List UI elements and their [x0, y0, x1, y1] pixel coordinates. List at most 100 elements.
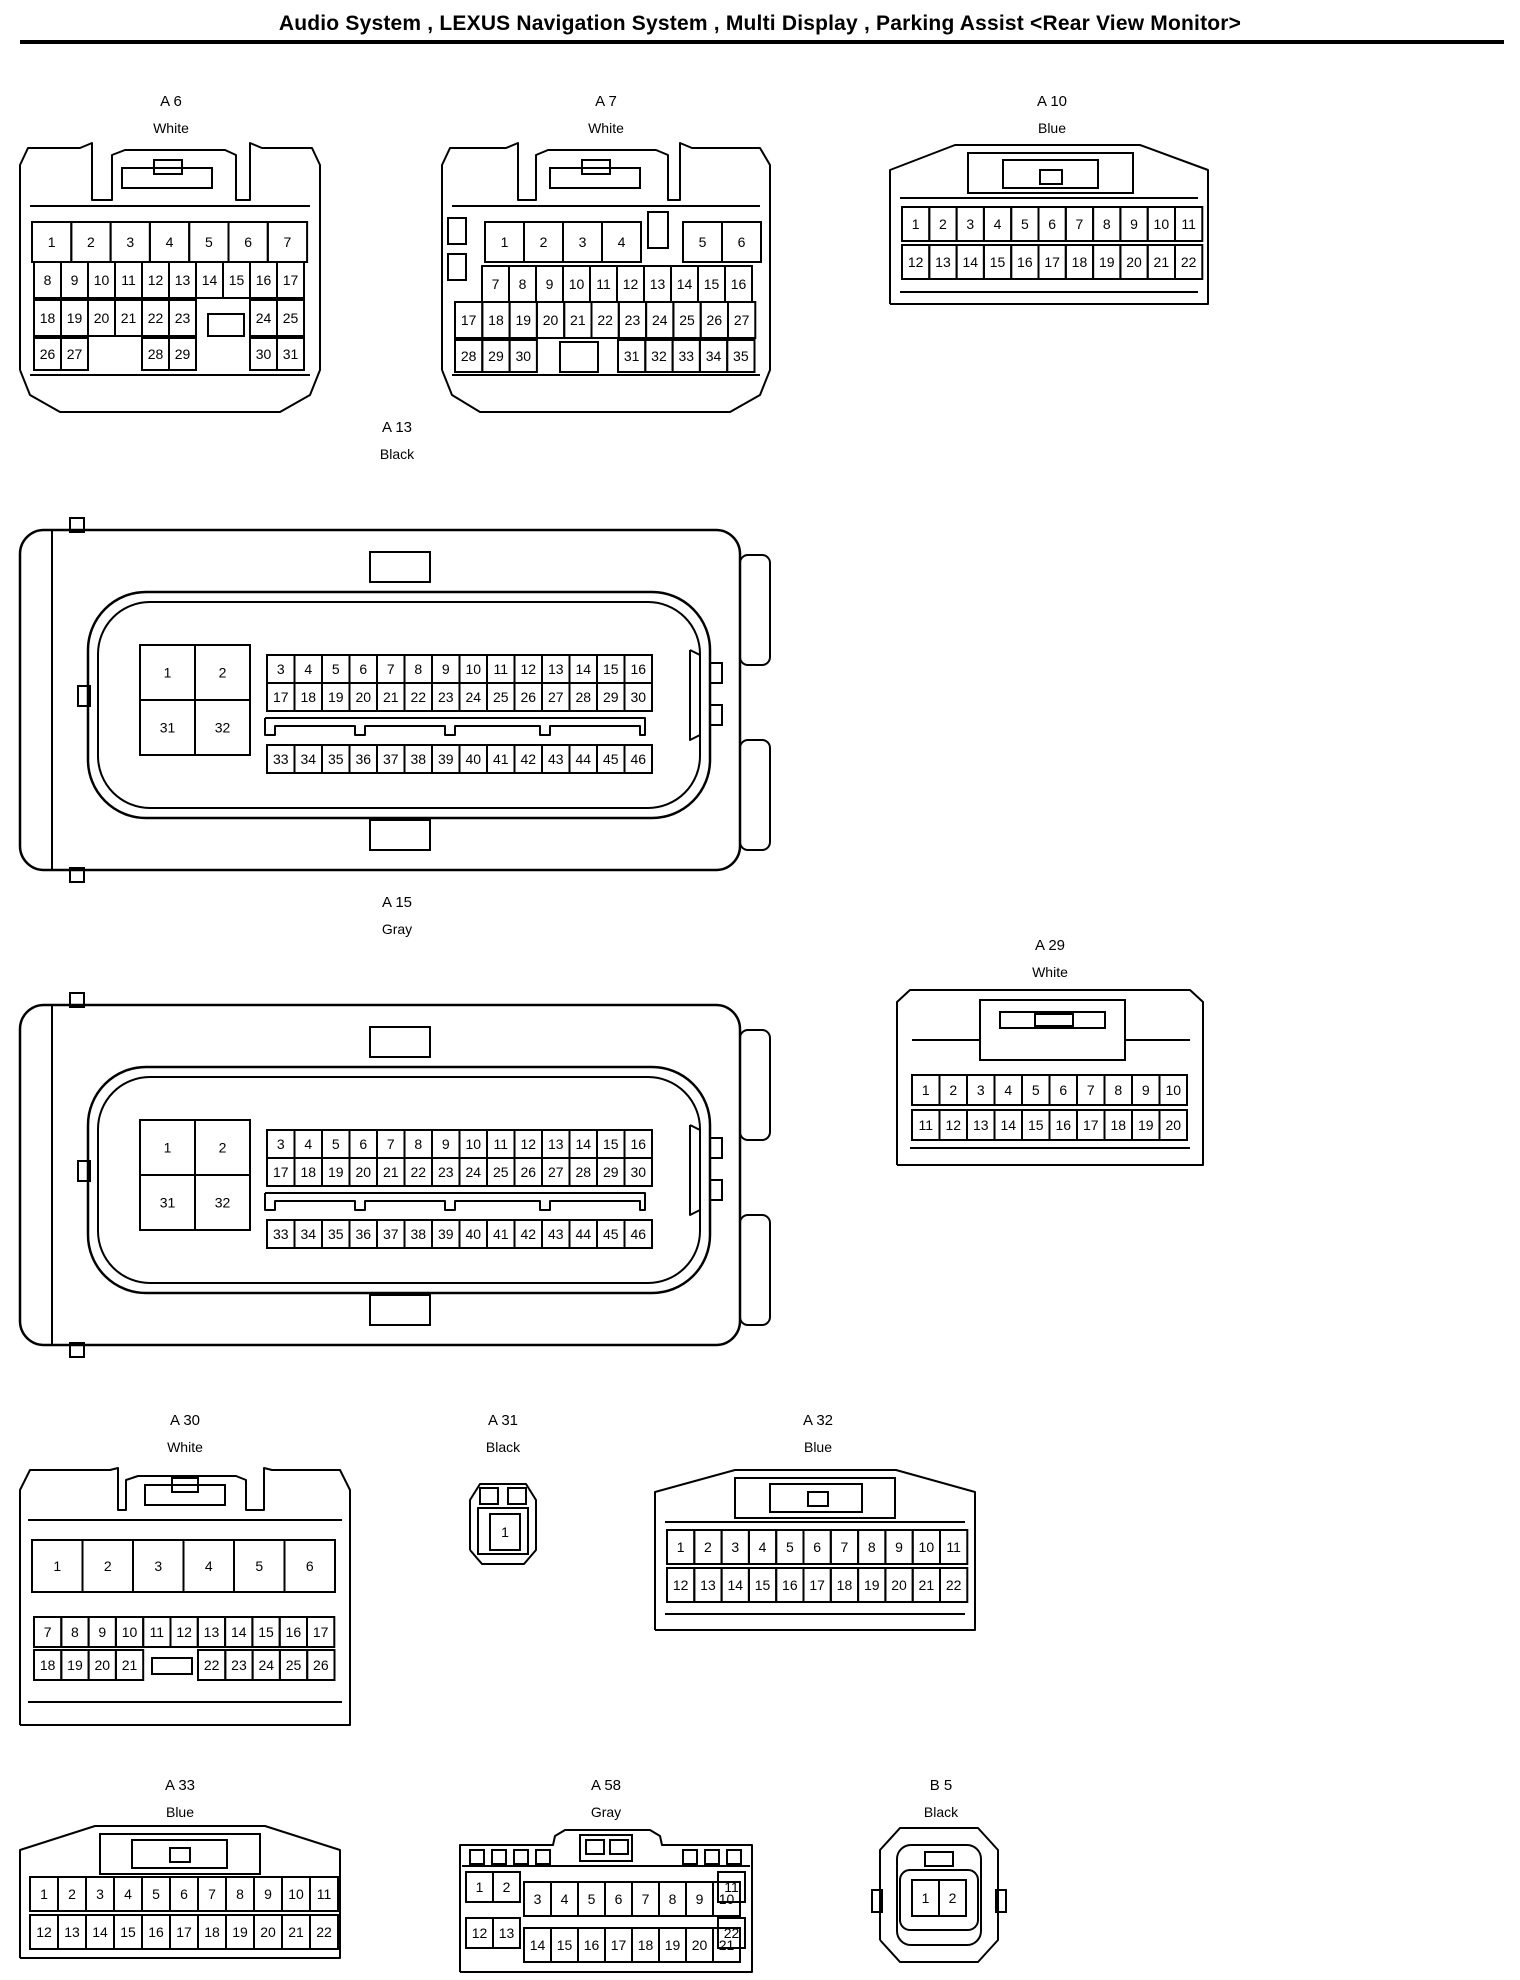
pin-label: 3	[154, 1558, 162, 1574]
pin-label: 32	[215, 1195, 231, 1211]
pin-label: 35	[328, 751, 344, 767]
pin-label: 30	[630, 1164, 646, 1180]
pin-label: 2	[219, 1140, 227, 1156]
pin-label: 5	[699, 234, 707, 250]
pin-label: 14	[202, 272, 218, 288]
pin-label: 15	[603, 1136, 619, 1152]
pin-label: 33	[273, 1226, 289, 1242]
connector-id: A 58	[591, 1777, 621, 1794]
pin-label: 45	[603, 1226, 619, 1242]
pin-label: 7	[1076, 216, 1084, 232]
pin-label: 25	[283, 310, 299, 326]
pin-label: 5	[332, 1136, 340, 1152]
pin-label: 40	[465, 1226, 481, 1242]
pin-label: 2	[949, 1890, 957, 1906]
pin-label: 20	[260, 1924, 276, 1940]
connector-id: A 30	[170, 1412, 200, 1429]
pin-label: 13	[700, 1577, 716, 1593]
connector-id: A 10	[1037, 93, 1067, 110]
pin-label: 15	[1028, 1117, 1044, 1133]
pin-label: 30	[256, 346, 272, 362]
pin-label: 45	[603, 751, 619, 767]
pin-label: 28	[575, 1164, 591, 1180]
pin-label: 7	[841, 1539, 849, 1555]
pin-label: 17	[273, 1164, 289, 1180]
pin-label: 18	[1110, 1117, 1126, 1133]
pin-label: 14	[575, 1136, 591, 1152]
pin-label: 16	[256, 272, 272, 288]
pin-label: 16	[1017, 254, 1033, 270]
pin-label: 6	[1059, 1082, 1067, 1098]
pin-label: 12	[945, 1117, 961, 1133]
pin-label: 18	[300, 689, 316, 705]
pin-label: 19	[1138, 1117, 1154, 1133]
pin-label: 4	[205, 1558, 213, 1574]
pin-label: 19	[67, 310, 83, 326]
pin-label: 15	[229, 272, 245, 288]
pin-label: 12	[673, 1577, 689, 1593]
pin-label: 31	[624, 348, 640, 364]
pin-label: 8	[868, 1539, 876, 1555]
pin-label: 44	[575, 1226, 591, 1242]
pin-label: 7	[208, 1886, 216, 1902]
pin-label: 9	[98, 1624, 106, 1640]
pin-label: 36	[355, 751, 371, 767]
pin-label: 19	[328, 1164, 344, 1180]
pin-label: 18	[638, 1937, 654, 1953]
connector-id: A 7	[595, 93, 617, 110]
pin-label: 34	[300, 1226, 316, 1242]
connector-color: Blue	[1038, 120, 1066, 136]
pin-label: 21	[383, 1164, 399, 1180]
pin-label: 23	[438, 689, 454, 705]
pin-label: 12	[472, 1925, 488, 1941]
pin-label: 17	[313, 1624, 329, 1640]
pin-label: 1	[912, 216, 920, 232]
pin-label: 11	[493, 661, 508, 677]
pin-label: 8	[236, 1886, 244, 1902]
pin-label: 6	[813, 1539, 821, 1555]
pin-label: 1	[53, 1558, 61, 1574]
pin-label: 27	[548, 689, 564, 705]
pin-label: 3	[96, 1886, 104, 1902]
pin-label: 4	[618, 234, 626, 250]
pin-label: 3	[277, 661, 285, 677]
pin-label: 5	[205, 234, 213, 250]
pin-label: 12	[908, 254, 924, 270]
pin-label: 10	[465, 1136, 481, 1152]
pin-label: 9	[442, 1136, 450, 1152]
pin-label: 21	[1154, 254, 1170, 270]
pin-label: 6	[738, 234, 746, 250]
connector-id: B 5	[930, 1777, 953, 1794]
pin-label: 5	[1021, 216, 1029, 232]
pin-label: 11	[946, 1539, 961, 1555]
pin-label: 9	[1130, 216, 1138, 232]
pin-label: 11	[121, 272, 136, 288]
pin-label: 8	[1114, 1082, 1122, 1098]
connector-color: Black	[486, 1439, 521, 1455]
pin-label: 11	[724, 1879, 739, 1895]
pin-label: 3	[277, 1136, 285, 1152]
pin-label: 21	[122, 1657, 138, 1673]
pin-label: 22	[410, 1164, 426, 1180]
pin-label: 1	[501, 1524, 509, 1540]
pin-label: 22	[204, 1657, 220, 1673]
pin-label: 11	[493, 1136, 508, 1152]
connector-color: Blue	[804, 1439, 832, 1455]
connector-color: White	[588, 120, 624, 136]
pin-label: 30	[630, 689, 646, 705]
pin-label: 26	[520, 1164, 536, 1180]
pin-label: 1	[164, 1140, 172, 1156]
pin-label: 8	[519, 276, 527, 292]
pin-label: 37	[383, 751, 399, 767]
pin-label: 26	[313, 1657, 329, 1673]
pin-label: 7	[387, 661, 395, 677]
pin-label: 23	[625, 312, 641, 328]
pin-label: 5	[1032, 1082, 1040, 1098]
pin-label: 19	[665, 1937, 681, 1953]
